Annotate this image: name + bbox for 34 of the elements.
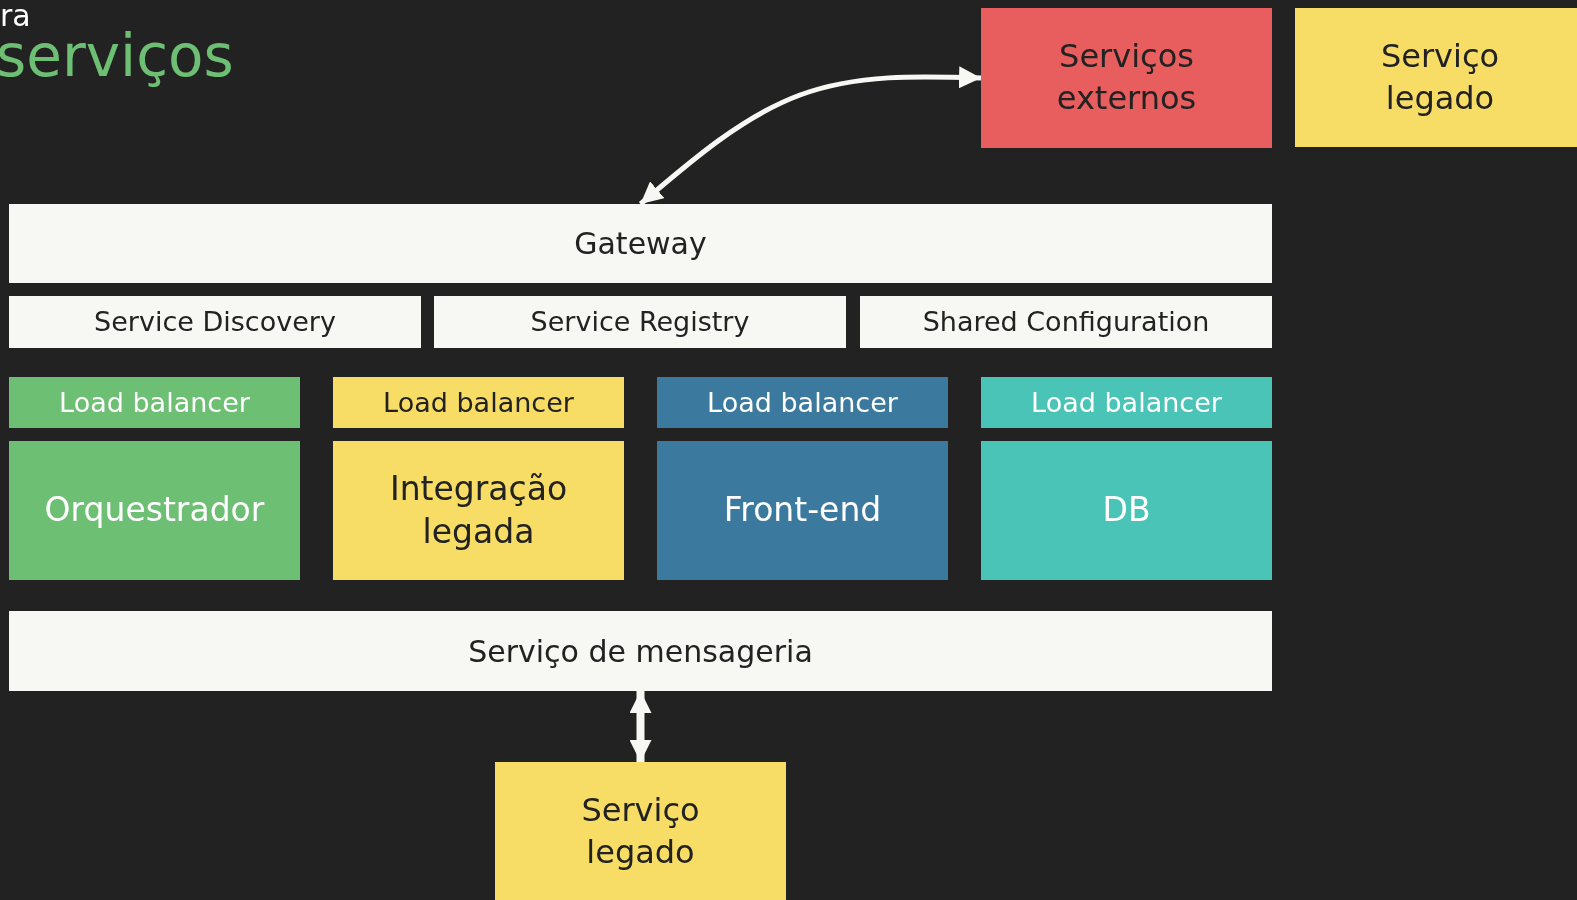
service-box xyxy=(9,441,300,580)
messaging-bar xyxy=(9,611,1272,691)
load-balancer-bar xyxy=(981,377,1272,428)
node-label: Orquestrador xyxy=(44,489,265,532)
node-label: Integração legada xyxy=(388,467,569,553)
service-bar xyxy=(9,296,421,348)
node-label: Gateway xyxy=(574,225,707,263)
node-label: Load balancer xyxy=(1031,385,1222,420)
node-label: Serviço de mensageria xyxy=(468,632,813,671)
node-label: Service Registry xyxy=(530,305,750,340)
node-label: Load balancer xyxy=(59,385,250,420)
node-label: Service Discovery xyxy=(94,305,336,340)
double-arrow xyxy=(638,66,982,206)
load-balancer-bar xyxy=(333,377,624,428)
load-balancer-bar xyxy=(9,377,300,428)
node-label: Serviço legado xyxy=(580,790,701,873)
service-box xyxy=(495,762,786,900)
node-label: Front-end xyxy=(723,489,882,532)
service-box xyxy=(333,441,624,580)
node-label: Serviço legado xyxy=(1379,35,1501,119)
load-balancer-bar xyxy=(657,377,948,428)
service-bar xyxy=(860,296,1272,348)
service-bar xyxy=(434,296,846,348)
gateway-bar xyxy=(9,204,1272,283)
double-arrow xyxy=(629,691,652,762)
node-label: Load balancer xyxy=(383,385,574,420)
service-box xyxy=(657,441,948,580)
service-box xyxy=(981,8,1272,148)
node-label: Shared Configuration xyxy=(922,305,1210,340)
node-label: Load balancer xyxy=(707,385,898,420)
service-box xyxy=(1295,8,1577,147)
service-box xyxy=(981,441,1272,580)
node-label: DB xyxy=(1102,489,1151,532)
node-label: Serviços externos xyxy=(1055,36,1198,119)
